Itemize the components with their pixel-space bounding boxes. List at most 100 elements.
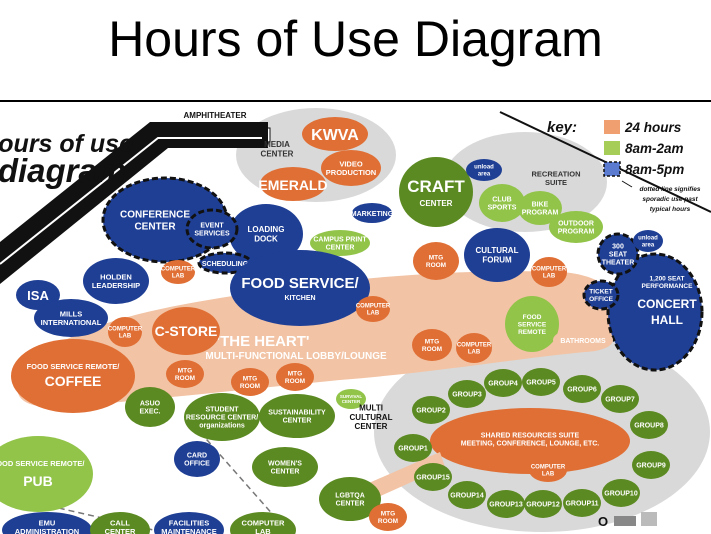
asuo-label-line-1: ASUO [140,400,161,407]
lab-holden-label-line-1: COMPUTER [161,267,196,273]
mtg-bottom-label-line-2: ROOM [378,518,398,525]
video-label-line-1: VIDEO [339,159,363,168]
emu-admin-label-line-1: EMU [39,518,56,527]
survival-label-line-1: SURVIVAL [340,394,363,399]
shared-suite-label-line-1: SHARED RESOURCES SUITE [481,432,580,439]
group-1-shape [394,434,432,462]
multicultural-label-line-2: CULTURAL [350,413,393,422]
lab-cult-label-line-1: COMPUTER [532,267,567,273]
diagram-heading-line2: diagram [0,152,126,189]
outdoor-shape [549,211,603,243]
event-label-line-2: SERVICES [194,230,230,237]
womens-label-line-2: CENTER [271,468,300,475]
key-title: key: [547,119,577,136]
lab-holden-label-line-2: LAB [172,274,185,280]
facilities-label-line-1: FACILITIES [169,518,209,527]
club-shape [479,184,525,222]
event-label-line-1: EVENT [200,222,224,229]
computer-bottom-shape [230,512,296,534]
mills-shape [34,299,108,337]
food-service-shape [230,250,370,326]
group-10-shape [602,479,640,507]
computer-bottom-label-line-1: COMPUTER [242,518,286,527]
holden-shape [83,258,149,304]
bathrooms-label: BATHROOMS [560,338,606,345]
group-6-shape [563,375,601,403]
coffee-label: COFFEE [45,373,102,389]
lab-mills-label-line-2: LAB [119,334,132,340]
mtg-mid-label-line-2: ROOM [422,346,442,353]
lab-food-label-line-2: LAB [367,311,380,317]
key-item-1-label: 24 hours [624,120,682,135]
video-label-line-2: PRODUCTION [326,168,376,177]
loading-shape [229,204,303,264]
mtg-c3-label-line-1: MTG [288,371,302,378]
uo-logo-mark: O [598,514,608,529]
isa-shape [16,280,60,310]
concert-hall-label-line-2: HALL [651,313,683,327]
computer-bottom-label-line-2: LAB [255,527,271,534]
mtg-c1-shape [166,360,204,388]
unload-label-1-line-2: area [478,172,491,178]
kitchen-label: KITCHEN [284,295,315,302]
student-label-line-2: RESOURCE CENTER/ [186,414,258,421]
bathrooms-shape [553,328,613,352]
key-note-line-2: sporadic use past [642,196,698,203]
title-rule [0,100,711,102]
lgbtqa-label-line-1: LGBTQA [335,492,365,499]
group-14-label: GROUP14 [450,493,484,500]
amphitheater-label: AMPHITHEATER [184,111,247,120]
conference-label-line-1: CONFERENCE [120,210,190,221]
mtg-top-label-line-1: MTG [429,255,443,262]
group-5-shape [522,368,560,396]
club-label-line-2: SPORTS [488,204,517,211]
scheduling-label: SCHEDULING [202,261,249,268]
lab-food-label-line-1: COMPUTER [356,304,391,310]
mtg-c2-shape [231,368,269,396]
pub-shape [0,436,93,512]
shared-suite-label-line-2: MEETING, CONFERENCE, LOUNGE, ETC. [461,440,600,447]
club-label-line-1: CLUB [492,196,511,203]
lab-mid-label-line-1: COMPUTER [457,343,492,349]
lab-shared-label-line-2: LAB [542,472,555,478]
theater-shape [596,232,640,276]
bike-label-line-1: BIKE [532,201,549,208]
group-11-label: GROUP11 [565,501,598,508]
group-9-label: GROUP9 [636,463,666,470]
emerald-label: EMERALD [258,177,327,193]
food-remote-r-label-line-3: REMOTE [518,329,546,336]
group-13-shape [487,490,525,518]
mtg-c3-label-line-2: ROOM [285,378,305,385]
holden-label-line-2: LEADERSHIP [92,281,140,290]
theater-label-line-1: 300 [612,243,624,250]
mtg-mid-label-line-1: MTG [425,339,439,346]
slide-title: Hours of Use Diagram [108,11,603,67]
ticket-shape [582,279,620,311]
lgbtqa-label-line-2: CENTER [336,500,365,507]
mtg-bottom-label-line-1: MTG [381,511,395,518]
craft-shape [399,157,473,227]
cstore-shape [152,307,220,355]
coffee-pre-label: FOOD SERVICE REMOTE/ [27,362,121,371]
lab-cult-label-line-2: LAB [543,274,556,280]
mills-label-line-2: INTERNATIONAL [41,318,102,327]
group-14-shape [448,481,486,509]
mtg-c2-label-line-2: ROOM [240,383,260,390]
food-remote-r-shape [505,296,559,352]
cultural-label-line-2: FORUM [482,255,512,264]
kwva-label: KWVA [311,127,359,144]
food-remote-r-label-line-2: SERVICE [518,321,547,328]
group-1-label: GROUP1 [398,446,428,453]
lab-shared-shape [529,458,567,482]
event-shape [185,208,239,250]
craft-label: CRAFT [407,177,465,196]
survival-shape [336,389,366,409]
loading-label-line-2: DOCK [254,234,278,243]
student-label-line-3: organizations [199,423,245,430]
mtg-c2-label-line-1: MTG [243,376,257,383]
womens-shape [252,447,318,487]
call-center-shape [90,512,150,534]
student-label-line-1: STUDENT [205,406,239,413]
theater-label-line-3: THEATER [602,260,635,267]
outdoor-label-line-1: OUTDOOR [558,220,594,227]
